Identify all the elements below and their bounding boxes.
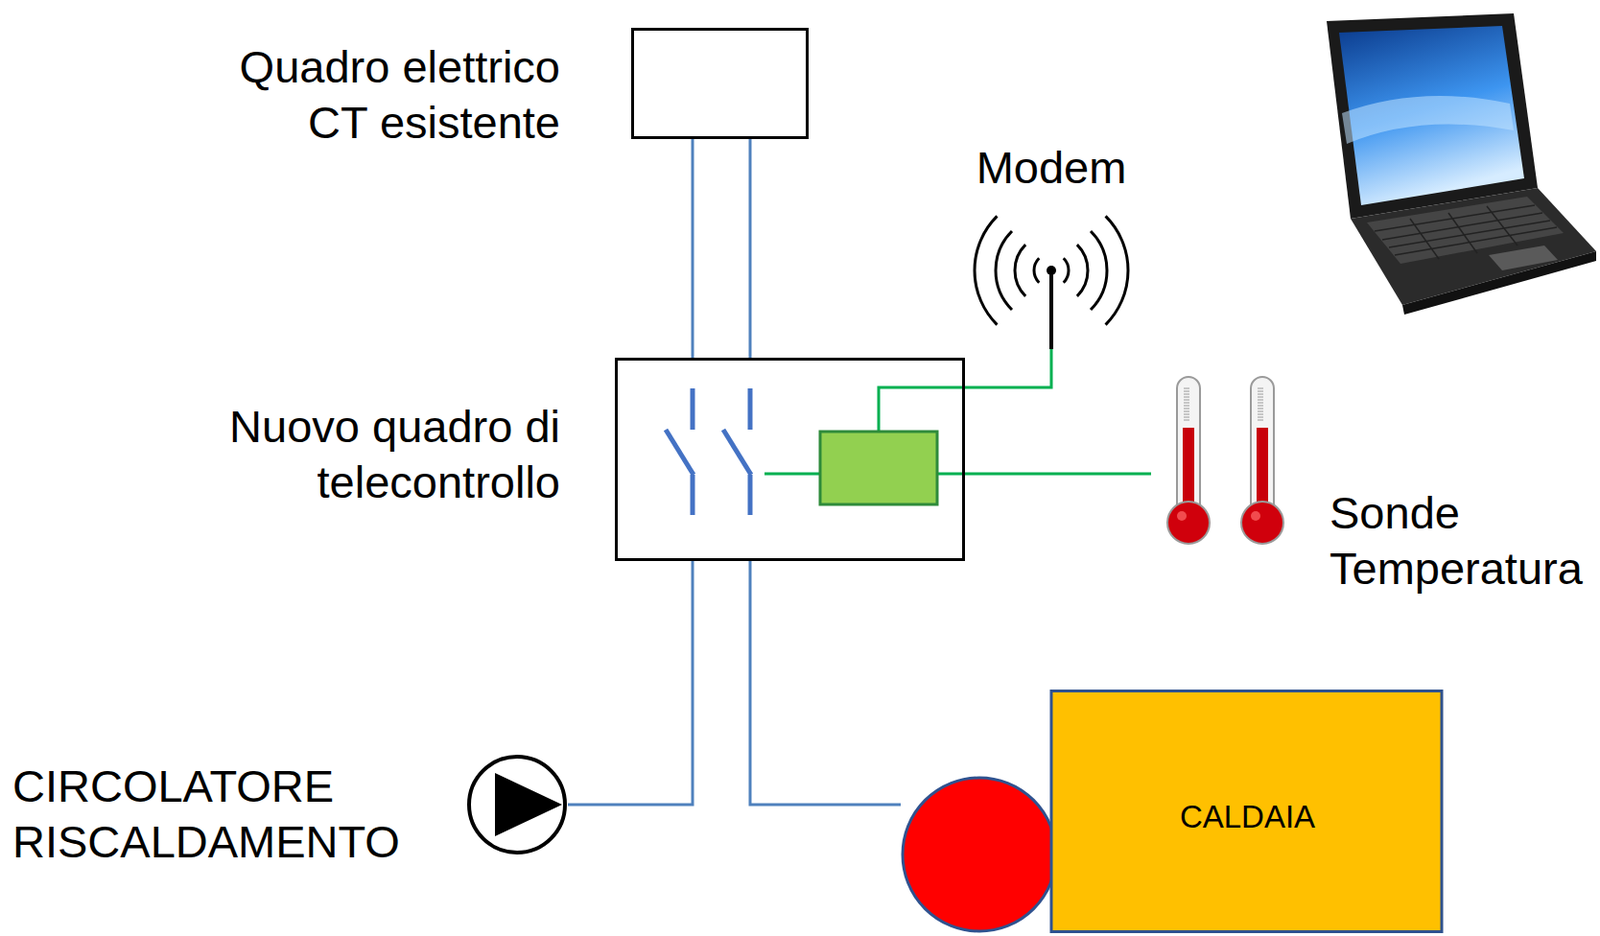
temperature-probes-outline [1151,375,1291,548]
node-label: CALDAIA [1051,689,1444,933]
controller-module [820,431,938,505]
temperature-probes-outline-part [1183,400,1190,401]
switch-symbol-part [690,474,696,516]
temperature-probes-outline-part [1257,417,1264,419]
temperature-probes-outline-part [1183,411,1190,413]
modem-antenna-outline-part [1049,270,1054,350]
temperature-probes-outline-part [1257,411,1264,413]
temperature-probes-outline-part [1183,408,1190,410]
temperature-probes-outline-part [1183,394,1190,396]
temperature-probes-outline-part [1183,391,1190,393]
temperature-probes-outline-part [1183,417,1190,419]
power-wire [567,561,693,805]
power-wire [749,139,753,358]
circulator-pump-outline-part [469,756,565,853]
laptop-picture-part [1339,25,1525,206]
temperature-probes: Sonde Temperatura [1151,375,1291,548]
modem-antenna-outline-part [1046,265,1057,276]
circulator-pump-outline-part [494,773,563,837]
switch-symbol-part [723,429,752,475]
laptop-picture-part [1488,245,1558,271]
control-wire-part [937,472,965,476]
temperature-probes-outline-part [1176,511,1187,521]
node-heading: Quadro elettrico CT esistente [214,39,561,151]
boiler: CALDAIA [900,689,1444,934]
laptop-picture-part-part [1486,206,1518,246]
temperature-probes-outline-part [1257,391,1264,393]
circulator-pump: CIRCOLATORE RISCALDAMENTO [466,753,568,856]
temperature-probes-outline-part [1241,501,1284,544]
existing-panel: Quadro elettrico CT esistente [631,27,809,140]
switch-symbol-part [748,388,753,430]
temperature-probes-outline-part [1257,402,1264,404]
modem-antenna-outline-part [1014,244,1026,297]
temperature-probes-outline-part [1167,501,1210,544]
modem-antenna-outline-part [1105,215,1129,325]
modem-antenna-outline-part [1034,258,1039,283]
node-heading: CIRCOLATORE RISCALDAMENTO [12,758,425,871]
temperature-probes-outline-part [1257,388,1264,390]
temperature-probes-outline-part [1183,405,1190,407]
boiler-outline [900,689,1444,934]
temperature-probes-outline-part [1257,405,1264,407]
modem-antenna-outline-part [1090,231,1107,310]
switch-symbol [665,388,752,516]
node-heading: Nuovo quadro di telecontrollo [214,399,561,511]
node-heading: Sonde Temperatura [1329,485,1599,597]
switch-symbol-part [748,474,753,516]
power-wire [750,561,901,805]
switch-symbol-part [690,388,696,430]
control-wire-part [878,387,965,432]
laptop-picture-part [1341,95,1514,144]
laptop-picture-part-part [1410,218,1439,259]
temperature-probes-outline-part [1183,414,1190,416]
temperature-probes-outline-part [1183,397,1190,399]
temperature-probes-outline-part [1257,420,1264,422]
power-wire [691,139,695,358]
node-heading: Modem [931,140,1172,196]
temperature-probes-outline-part [1183,420,1190,422]
temperature-probes-outline-part [1183,402,1190,404]
temperature-probes-outline-part [1250,511,1261,521]
laptop-picture-part [1326,13,1538,219]
modem-antenna-outline-part [1077,244,1088,297]
control-wire-part [764,472,821,476]
temperature-probes-outline-part [1257,397,1264,399]
modem-antenna-outline-part [995,231,1012,310]
temperature-probes-outline-part [1183,388,1190,390]
modem-antenna: Modem [969,140,1133,350]
temperature-probes-outline-part [1257,408,1264,410]
temperature-probes-outline-part [1257,414,1264,416]
control-panel: Nuovo quadro di telecontrollo [614,357,965,562]
laptop-picture-part-part [1448,212,1478,254]
boiler-outline-part [902,777,1057,932]
modem-antenna-outline-part [974,215,997,325]
signal-wire [964,472,1152,476]
temperature-probes-outline-part [1257,400,1264,401]
signal-wire [964,349,1052,388]
temperature-probes-outline-part [1257,394,1264,396]
laptop-picture [1326,13,1597,315]
modem-antenna-outline-part [1063,258,1069,283]
switch-symbol-part [665,429,694,475]
circulator-pump-outline [466,753,568,856]
